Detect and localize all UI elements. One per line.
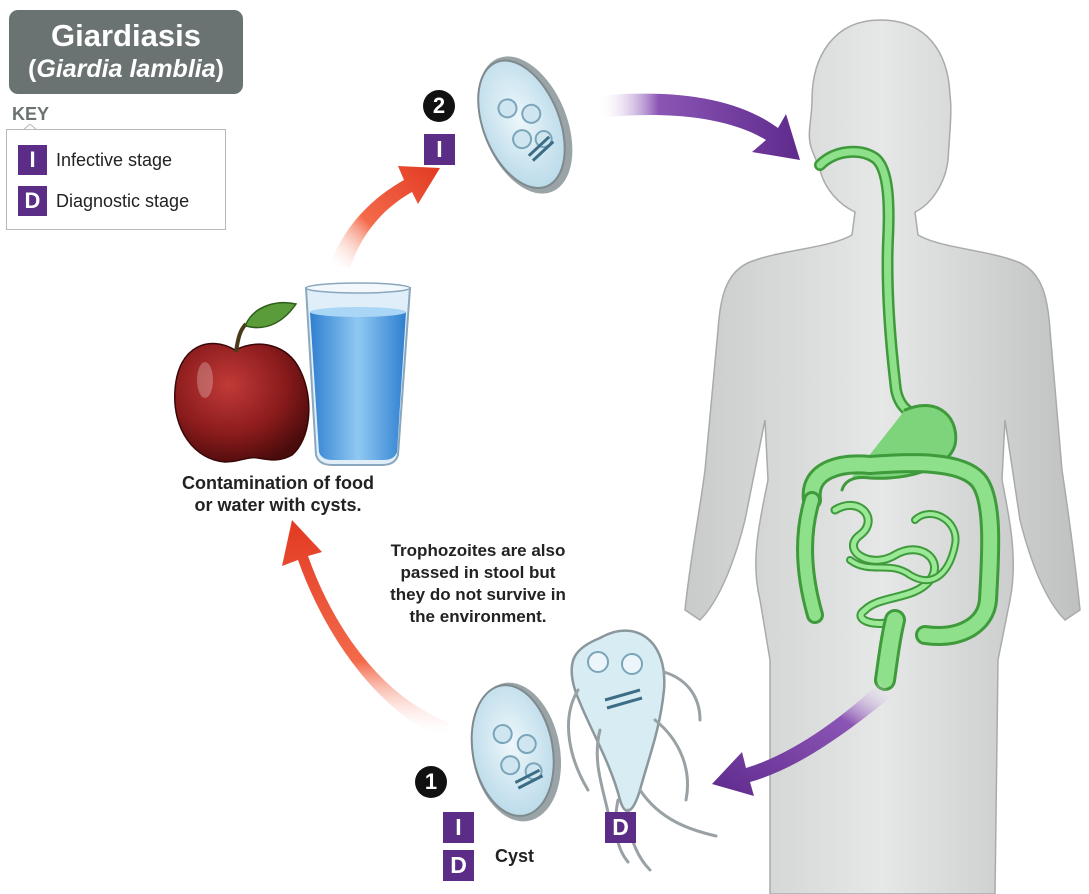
caption-line: Contamination of food	[148, 472, 408, 494]
caption-line: passed in stool but	[360, 562, 596, 584]
species-italic: Giardia lamblia	[36, 55, 215, 83]
caption-line: or water with cysts.	[148, 494, 408, 516]
key-item-label: Infective stage	[56, 150, 172, 171]
step-1-diagnostic-badge: D	[443, 850, 474, 881]
infective-badge: I	[18, 145, 47, 175]
diagnostic-badge: D	[18, 186, 47, 216]
key-item-infective: I Infective stage	[18, 145, 172, 175]
key-item-diagnostic: D Diagnostic stage	[18, 186, 189, 216]
water-glass	[306, 283, 410, 465]
caption-line: the environment.	[360, 606, 596, 628]
species-paren-close: )	[216, 55, 224, 83]
title-box: Giardiasis (Giardia lamblia)	[9, 10, 243, 94]
cyst-infective	[459, 43, 591, 208]
caption-line: they do not survive in	[360, 584, 596, 606]
arrow-ingestion	[598, 94, 800, 160]
page-title: Giardiasis	[9, 18, 243, 54]
contamination-caption: Contamination of food or water with cyst…	[148, 472, 408, 516]
apple	[175, 303, 309, 462]
cyst-diagnostic	[461, 675, 572, 828]
cyst-label: Cyst	[495, 846, 534, 867]
caption-line: Trophozoites are also	[360, 540, 596, 562]
trophozoite-caption: Trophozoites are also passed in stool bu…	[360, 540, 596, 628]
key-legend: I Infective stage D Diagnostic stage	[6, 129, 226, 230]
step-1-infective-badge: I	[443, 812, 474, 843]
trophozoite-diagnostic-badge: D	[605, 812, 636, 843]
key-item-label: Diagnostic stage	[56, 191, 189, 212]
step-2-number: 2	[423, 90, 455, 122]
trophozoite	[569, 631, 716, 870]
species-name: (Giardia lamblia)	[9, 54, 243, 84]
step-1-number: 1	[415, 766, 447, 798]
arrow-infection	[330, 166, 440, 268]
step-2-infective-badge: I	[424, 134, 455, 165]
key-heading: KEY	[12, 104, 49, 125]
